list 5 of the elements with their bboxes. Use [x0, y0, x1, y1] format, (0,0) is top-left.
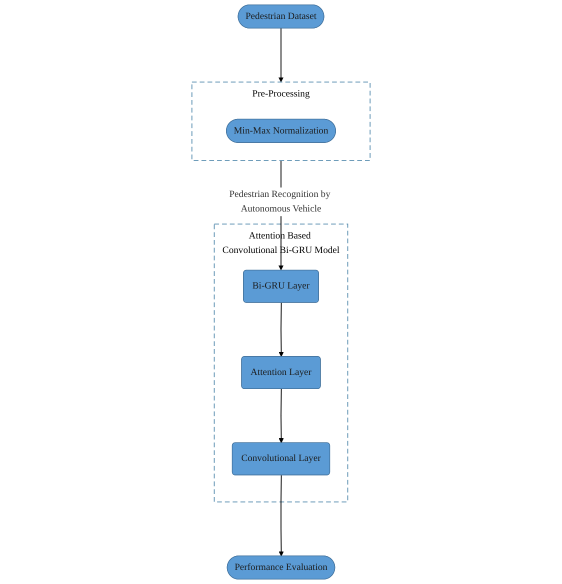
arrow [278, 474, 284, 556]
arrow [278, 388, 284, 444]
arrow [278, 28, 284, 82]
edge-label: Pedestrian Recognition by Autonomous Vehicle [229, 189, 330, 214]
arrow [278, 302, 284, 357]
